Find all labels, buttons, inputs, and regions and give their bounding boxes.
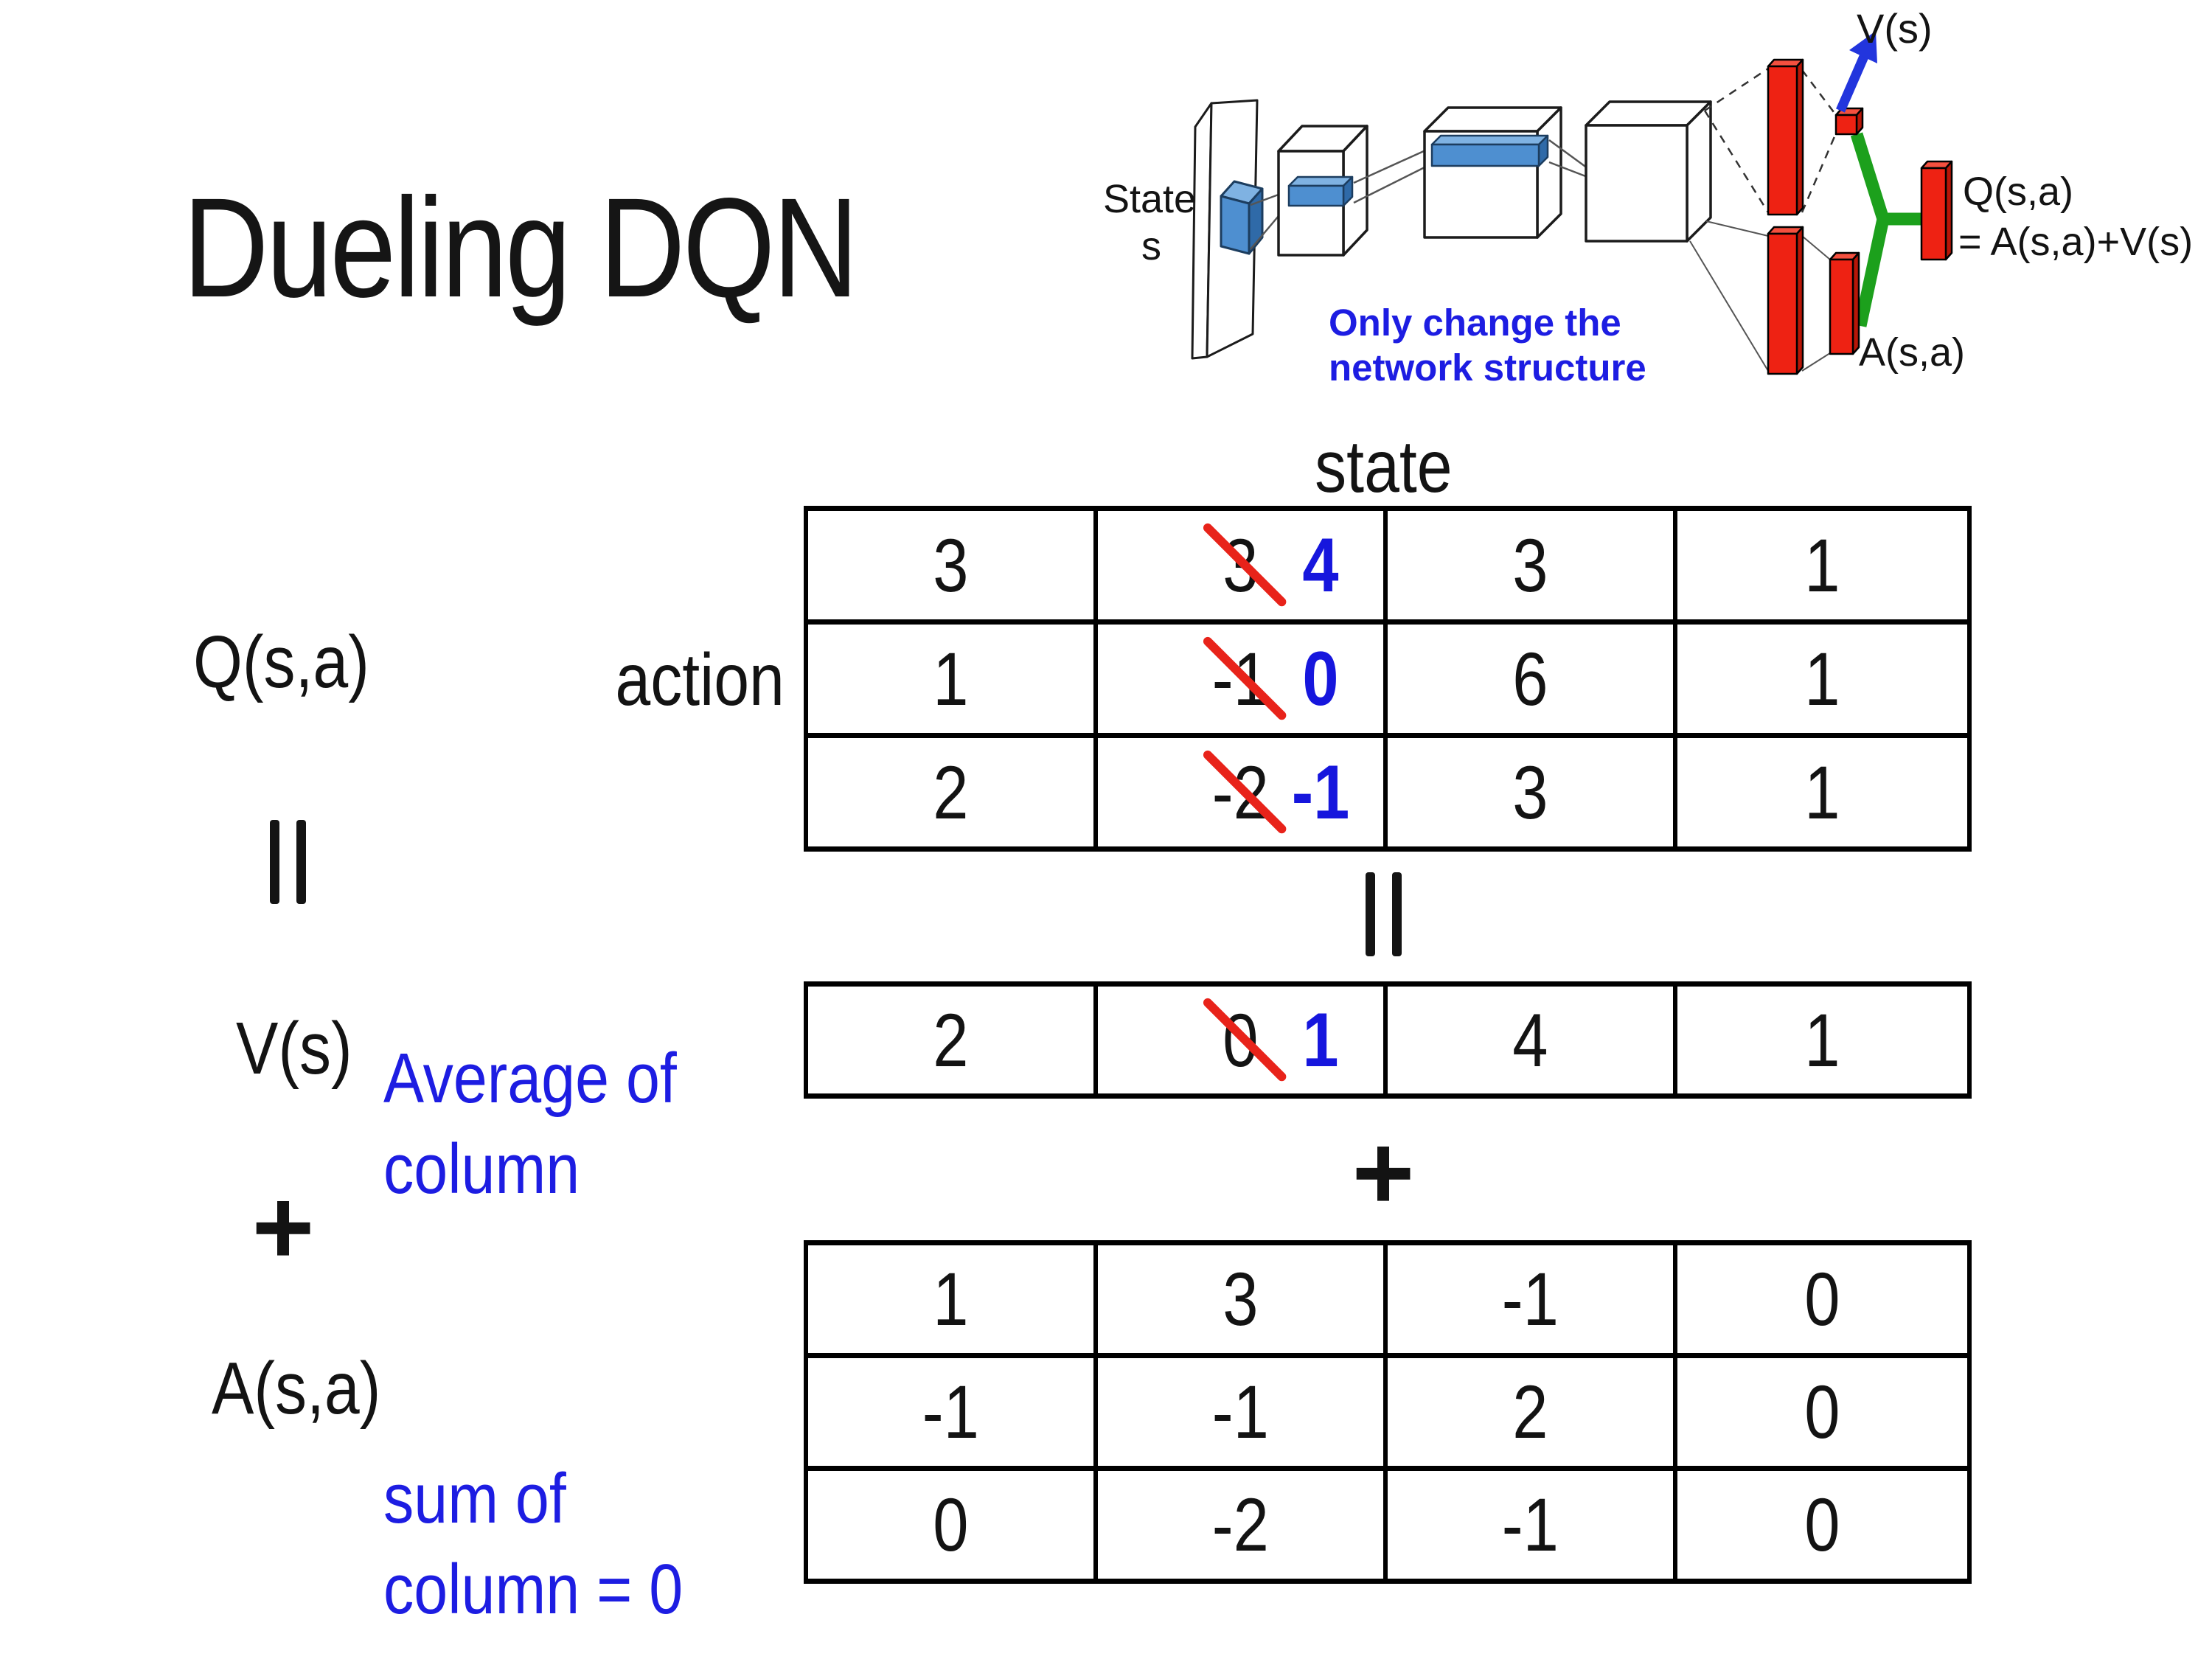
cell-value: 2	[933, 750, 969, 835]
table-cell: 3	[808, 511, 1098, 625]
v-vector-label: V(s)	[236, 1007, 352, 1090]
cell-value: -2	[1211, 1483, 1270, 1567]
cell-value: 1	[1804, 636, 1840, 721]
diagram-annotation-line1: Only change the	[1329, 302, 1621, 344]
diagram-state-sub-label: s	[1141, 224, 1161, 268]
advantage-stream-links	[1689, 220, 1833, 372]
value-arrow-icon	[1836, 31, 1877, 113]
connection-lines	[1353, 146, 1433, 204]
a-table: 1 3 -1 0 -1 -1 2 0 0 -2 -1 0	[804, 1240, 1972, 1584]
q-output-bar	[1920, 160, 1953, 261]
table-cell: 3	[1388, 738, 1677, 852]
table-cell: 1	[1677, 511, 1967, 625]
cell-value: 3	[1512, 750, 1548, 835]
sum-note: sum of column = 0	[383, 1459, 684, 1629]
cell-value: 0	[1804, 1370, 1840, 1454]
filter-slab-2	[1287, 175, 1354, 207]
cell-value: 1	[933, 1257, 969, 1341]
diagram-state-label: State	[1103, 177, 1196, 221]
table-cell: -2-1	[1098, 738, 1388, 852]
corrected-value: 1	[1302, 997, 1339, 1083]
cell-value: 2	[1512, 1370, 1548, 1454]
plus-operator-left: +	[251, 1166, 315, 1287]
diagram-q-label-line1: Q(s,a)	[1963, 170, 2073, 214]
diagram-value-label: V(s)	[1857, 5, 1933, 52]
value-stream-links	[1703, 67, 1839, 213]
connection-lines	[1548, 139, 1588, 178]
diagram-q-label-line2: = A(s,a)+V(s)	[1958, 220, 2193, 264]
cell-value: 4	[1512, 998, 1548, 1082]
a-matrix-label: A(s,a)	[212, 1347, 381, 1430]
action-axis-label: action	[615, 639, 785, 721]
table-cell: 3	[1098, 1245, 1388, 1358]
cell-value: 1	[933, 636, 969, 721]
cell-value: 2	[933, 998, 969, 1082]
network-diagram: State s V(s) Q(s,a) = A(s,a)+V(s) A(s,a)…	[1103, 5, 2193, 389]
merge-connector	[1850, 132, 1924, 327]
diagram-annotation-line2: network structure	[1329, 347, 1646, 389]
fc-bar-bottom	[1767, 226, 1804, 375]
table-cell: -1	[808, 1358, 1098, 1471]
corrected-value: -1	[1291, 749, 1350, 835]
table-cell: -1	[1388, 1471, 1677, 1584]
v-table: 2 01 4 1	[804, 981, 1972, 1099]
table-cell: 1	[808, 1245, 1098, 1358]
table-cell: 01	[1098, 987, 1388, 1099]
table-cell: -2	[1098, 1471, 1388, 1584]
table-cell: 4	[1388, 987, 1677, 1099]
input-plate	[1191, 99, 1259, 360]
corrected-value: 4	[1302, 522, 1339, 608]
cell-value: 1	[1804, 750, 1840, 835]
table-cell: 0	[1677, 1358, 1967, 1471]
q-matrix-label: Q(s,a)	[193, 621, 369, 703]
value-node	[1834, 107, 1864, 136]
equals-rotated-center	[1366, 872, 1402, 956]
cell-value: 0	[1804, 1483, 1840, 1567]
cell-value: 3	[1222, 1257, 1259, 1341]
advantage-bar	[1829, 251, 1860, 355]
table-cell: -10	[1098, 625, 1388, 738]
cell-value: 1	[1804, 998, 1840, 1082]
table-cell: 3	[1388, 511, 1677, 625]
table-cell: 2	[808, 738, 1098, 852]
table-cell: 2	[808, 987, 1098, 1099]
diagram-advantage-label: A(s,a)	[1859, 330, 1965, 375]
cell-value: -1	[1501, 1483, 1559, 1567]
plus-operator-center: +	[1352, 1112, 1415, 1232]
cell-value: -1	[922, 1370, 980, 1454]
table-cell: 0	[1677, 1471, 1967, 1584]
fc-bar-top	[1767, 58, 1804, 216]
cell-value: -1	[1211, 1370, 1270, 1454]
table-cell: -1	[1388, 1245, 1677, 1358]
table-cell: 1	[808, 625, 1098, 738]
filter-slab-3	[1430, 134, 1549, 167]
table-cell: 1	[1677, 987, 1967, 1099]
table-cell: 6	[1388, 625, 1677, 738]
slide-title: Dueling DQN	[183, 168, 859, 327]
average-note: Average of column	[383, 1039, 677, 1208]
table-cell: 34	[1098, 511, 1388, 625]
table-cell: 0	[1677, 1245, 1967, 1358]
table-cell: 2	[1388, 1358, 1677, 1471]
cell-value: 6	[1512, 636, 1548, 721]
table-cell: 1	[1677, 625, 1967, 738]
cell-value: 3	[933, 523, 969, 608]
cell-value: 1	[1804, 523, 1840, 608]
conv-box-2	[1423, 106, 1562, 239]
table-cell: 0	[808, 1471, 1098, 1584]
conv-box-3	[1585, 100, 1712, 243]
cell-value: 0	[933, 1483, 969, 1567]
corrected-value: 0	[1302, 636, 1339, 722]
cell-value: 3	[1512, 523, 1548, 608]
table-cell: -1	[1098, 1358, 1388, 1471]
cell-value: -1	[1501, 1257, 1559, 1341]
state-axis-label: state	[1314, 425, 1453, 508]
equals-rotated-left	[270, 820, 306, 904]
table-cell: 1	[1677, 738, 1967, 852]
cell-value: 0	[1804, 1257, 1840, 1341]
